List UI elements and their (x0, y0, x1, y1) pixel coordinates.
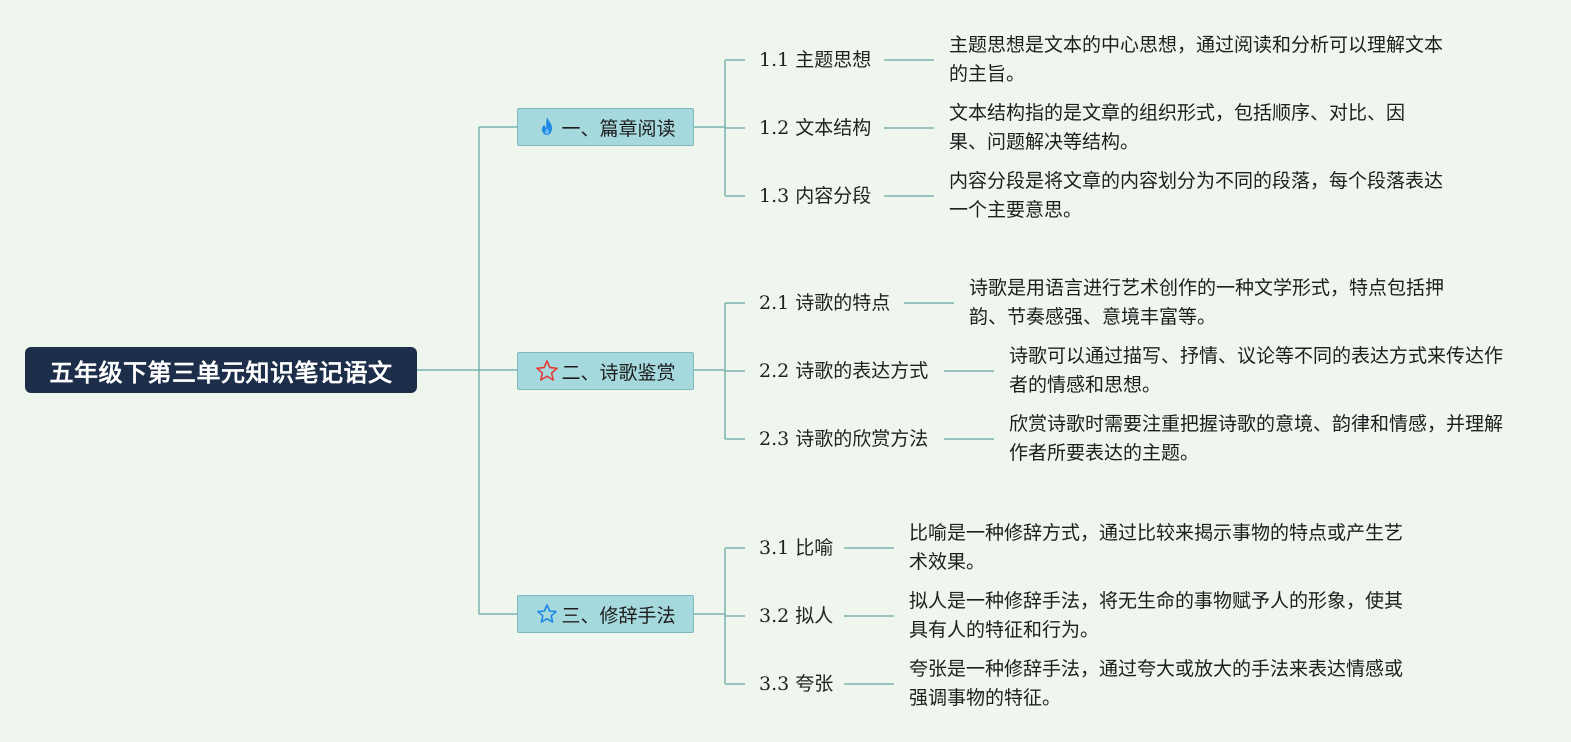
subtopic-3-3[interactable]: 3.3 夸张 (759, 673, 834, 695)
star-outline-red-icon (535, 359, 559, 383)
branch-node-reading[interactable]: 一、篇章阅读 (517, 108, 694, 146)
description-1-1: 主题思想是文本的中心思想，通过阅读和分析可以理解文本的主旨。 (949, 34, 1444, 85)
branch-label: 三、修辞手法 (561, 604, 676, 627)
subtopic-1-3[interactable]: 1.3 内容分段 (759, 185, 872, 207)
flame-icon (535, 115, 559, 139)
description-2-3: 欣赏诗歌时需要注重把握诗歌的意境、韵律和情感，并理解作者所要表达的主题。 (1009, 413, 1504, 464)
subtopic-1-1[interactable]: 1.1 主题思想 (759, 49, 872, 71)
description-1-3: 内容分段是将文章的内容划分为不同的段落，每个段落表达一个主要意思。 (949, 170, 1444, 221)
subtopic-2-3[interactable]: 2.3 诗歌的欣赏方法 (759, 428, 929, 450)
description-3-2: 拟人是一种修辞手法，将无生命的事物赋予人的形象，使其具有人的特征和行为。 (909, 590, 1404, 641)
description-1-2: 文本结构指的是文章的组织形式，包括顺序、对比、因果、问题解决等结构。 (949, 102, 1406, 153)
description-3-3: 夸张是一种修辞手法，通过夸大或放大的手法来表达情感或强调事物的特征。 (909, 658, 1404, 709)
subtopic-2-1[interactable]: 2.1 诗歌的特点 (759, 292, 891, 314)
branch-node-rhetoric[interactable]: 三、修辞手法 (517, 595, 694, 633)
subtopic-3-2[interactable]: 3.2 拟人 (759, 605, 834, 627)
subtopic-3-1[interactable]: 3.1 比喻 (759, 537, 834, 559)
subtopic-2-2[interactable]: 2.2 诗歌的表达方式 (759, 360, 929, 382)
branch-node-poetry[interactable]: 二、诗歌鉴赏 (517, 352, 694, 390)
description-2-2: 诗歌可以通过描写、抒情、议论等不同的表达方式来传达作者的情感和思想。 (1009, 345, 1504, 396)
branch-label: 一、篇章阅读 (561, 117, 676, 140)
subtopic-1-2[interactable]: 1.2 文本结构 (759, 117, 872, 139)
star-outline-blue-icon (535, 602, 559, 626)
root-title: 五年级下第三单元知识笔记语文 (49, 358, 393, 387)
root-node[interactable]: 五年级下第三单元知识笔记语文 (25, 347, 417, 393)
description-3-1: 比喻是一种修辞方式，通过比较来揭示事物的特点或产生艺术效果。 (909, 522, 1404, 573)
branch-label: 二、诗歌鉴赏 (561, 361, 676, 384)
description-2-1: 诗歌是用语言进行艺术创作的一种文学形式，特点包括押韵、节奏感强、意境丰富等。 (969, 277, 1445, 328)
